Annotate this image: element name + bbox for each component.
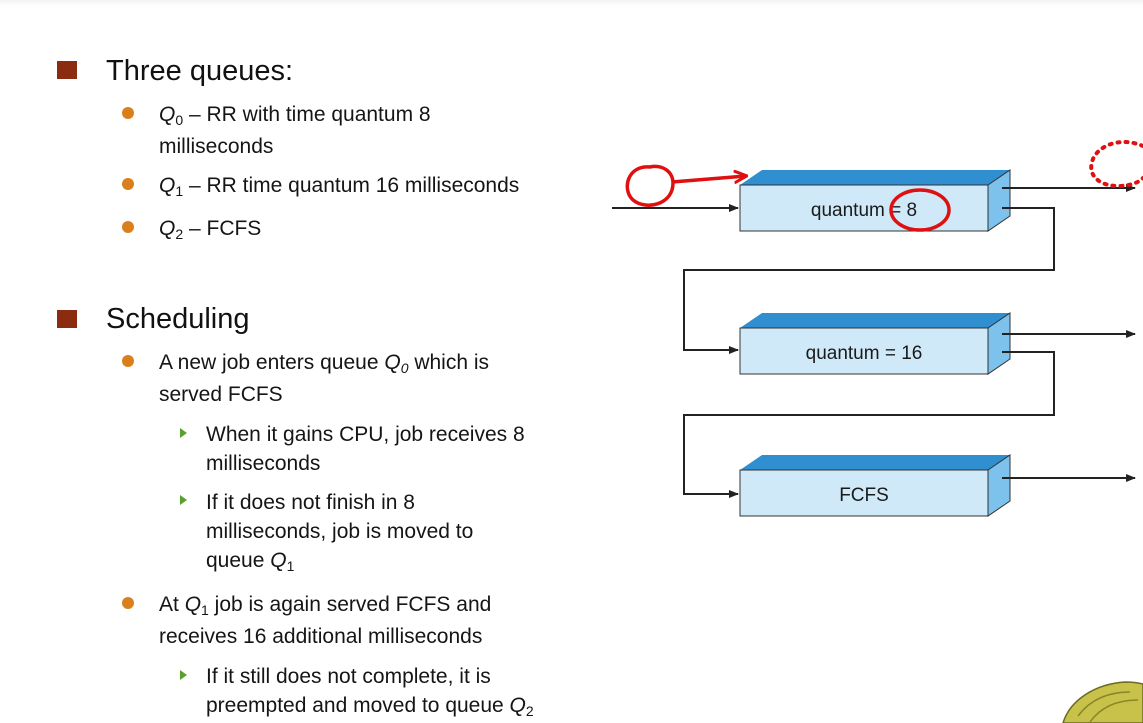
bullet-dot-icon — [122, 107, 134, 119]
queue-box-top — [740, 313, 1010, 328]
red-dotted-circle-annotation — [1089, 140, 1143, 189]
sub-bullet-arrow-icon — [180, 670, 187, 680]
queue-box-1: quantum = 16 — [739, 312, 1011, 375]
queue-box-0: quantum = 8 — [739, 169, 1011, 232]
red-annotations — [625, 140, 1143, 232]
gains-cpu-text-cont: milliseconds — [206, 452, 321, 475]
bullet-dot-icon — [122, 178, 134, 190]
demote-arrow-0 — [683, 207, 1055, 354]
queue-label-2: FCFS — [839, 485, 889, 506]
red-circle-annotation — [625, 164, 675, 207]
red-arrow-annotation — [671, 176, 746, 182]
at-q1-text: At Q1 job is again served FCFS and — [159, 593, 492, 618]
queue-box-front — [739, 469, 989, 517]
heading-three-queues: Three queues: — [106, 55, 294, 87]
at-q1-text-cont: receives 16 additional milliseconds — [159, 625, 483, 648]
queue-box-front — [739, 327, 989, 375]
sub-bullet-arrow-icon — [180, 495, 187, 505]
queue-q0-description: Q0 – RR with time quantum 8 — [159, 103, 431, 128]
queue-label-1: quantum = 16 — [806, 343, 923, 364]
new-job-text: A new job enters queue Q0 which is — [159, 351, 490, 376]
slide-top-bar — [0, 0, 1143, 6]
demote-arrow-1 — [683, 351, 1055, 498]
sub-bullet-arrow-icon — [180, 428, 187, 438]
still-not-complete-text-cont: preempted and moved to queue Q2 — [206, 694, 534, 719]
bullet-dot-icon — [122, 597, 134, 609]
queue-box-front — [739, 184, 989, 232]
not-finish-text: If it does not finish in 8 — [206, 491, 415, 514]
new-job-text-cont: served FCFS — [159, 383, 283, 406]
not-finish-text-cont: milliseconds, job is moved to — [206, 520, 474, 543]
queue-q1-description: Q1 – RR time quantum 16 milliseconds — [159, 174, 520, 199]
queue-q2-description: Q2 – FCFS — [159, 217, 262, 242]
bullet-dot-icon — [122, 355, 134, 367]
queue-label-0: quantum = 8 — [811, 200, 917, 221]
queue-box-2: FCFS — [739, 454, 1011, 517]
dinosaur-logo-icon — [1062, 681, 1143, 723]
queue-box-top — [740, 170, 1010, 185]
gains-cpu-text: When it gains CPU, job receives 8 — [206, 423, 525, 446]
queue-q0-description-cont: milliseconds — [159, 135, 274, 158]
still-not-complete-text: If it still does not complete, it is — [206, 665, 491, 688]
section-bullet-square-icon — [57, 61, 77, 79]
heading-scheduling: Scheduling — [106, 303, 250, 335]
queue-box-top — [740, 455, 1010, 470]
section-bullet-square-icon — [57, 310, 77, 328]
not-finish-text-queue: queue Q1 — [206, 549, 295, 574]
bullet-dot-icon — [122, 221, 134, 233]
red-circle-quantum-annotation — [889, 188, 951, 232]
